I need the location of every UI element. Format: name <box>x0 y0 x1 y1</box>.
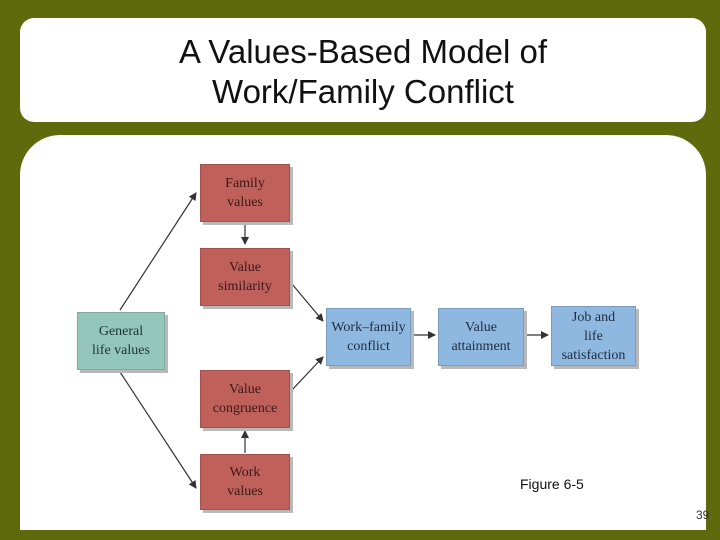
node-work-values-label: Work values <box>227 465 263 499</box>
title-line-1: A Values-Based Model of <box>178 33 548 70</box>
node-job-life-satisfaction-label: Job and life satisfaction <box>561 309 626 363</box>
node-work-family-conflict: Work–family conflict <box>326 308 411 366</box>
slide-title: A Values-Based Model of Work/Family Conf… <box>20 32 706 112</box>
figure-label: Figure 6-5 <box>520 476 584 492</box>
node-value-similarity-label: Value similarity <box>218 260 272 294</box>
node-value-congruence: Value congruence <box>200 370 290 428</box>
node-work-family-conflict-label: Work–family conflict <box>331 320 406 354</box>
node-general-life-values-label: General life values <box>92 324 150 358</box>
node-work-values: Work values <box>200 454 290 510</box>
node-value-attainment-label: Value attainment <box>451 320 511 354</box>
node-general-life-values: General life values <box>77 312 165 370</box>
node-job-life-satisfaction: Job and life satisfaction <box>551 306 636 366</box>
node-value-attainment: Value attainment <box>438 308 524 366</box>
title-line-2: Work/Family Conflict <box>212 73 514 110</box>
node-value-congruence-label: Value congruence <box>212 382 278 416</box>
node-family-values-label: Family values <box>225 176 265 210</box>
node-value-similarity: Value similarity <box>200 248 290 306</box>
node-family-values: Family values <box>200 164 290 222</box>
title-panel: A Values-Based Model of Work/Family Conf… <box>20 18 706 122</box>
page-number: 39 <box>696 508 710 522</box>
